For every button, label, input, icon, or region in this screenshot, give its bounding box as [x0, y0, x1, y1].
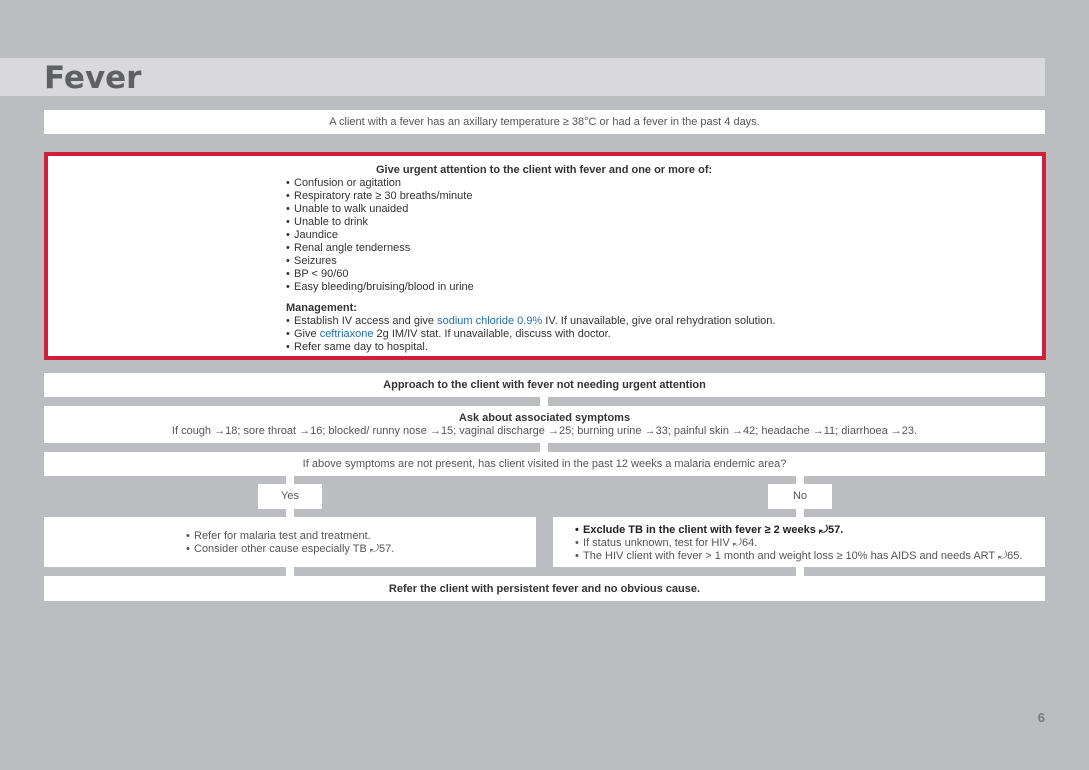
management-list: Establish IV access and give sodium chlo… [286, 315, 986, 354]
list-item: BP < 90/60 [286, 268, 986, 281]
list-item: Seizures [286, 255, 986, 268]
definition-box: A client with a fever has an axillary te… [44, 110, 1045, 134]
definition-text: A client with a fever has an axillary te… [329, 116, 760, 128]
yes-outcome-box: Refer for malaria test and treatment. Co… [44, 517, 536, 567]
list-item: Give ceftriaxone 2g IM/IV stat. If unava… [286, 328, 986, 341]
list-item: Refer same day to hospital. [286, 341, 986, 354]
urgent-heading: Give urgent attention to the client with… [376, 164, 713, 176]
connector [286, 567, 294, 576]
page-number: 6 [1037, 710, 1045, 725]
list-item: Consider other cause especially TB ⤾57. [186, 543, 394, 556]
connector [286, 476, 294, 484]
title-band [0, 58, 1045, 96]
approach-box: Approach to the client with fever not ne… [44, 373, 1045, 397]
page-title: Fever [44, 60, 142, 96]
urgent-content: Give urgent attention to the client with… [286, 164, 986, 354]
symptoms-heading: Ask about associated symptoms [458, 412, 631, 424]
list-item: Renal angle tenderness [286, 242, 986, 255]
connector [796, 476, 804, 484]
list-item: Unable to drink [286, 216, 986, 229]
list-item: If status unknown, test for HIV ⤾64. [575, 537, 1022, 550]
approach-text: Approach to the client with fever not ne… [383, 379, 706, 391]
connector [286, 509, 294, 517]
final-box: Refer the client with persistent fever a… [44, 576, 1045, 601]
connector [540, 443, 548, 452]
connector [796, 509, 804, 517]
list-item: Jaundice [286, 229, 986, 242]
drug-link-sodium-chloride[interactable]: sodium chloride 0.9% [437, 315, 543, 327]
no-outcome-box: Exclude TB in the client with fever ≥ 2 … [553, 517, 1045, 567]
list-item: The HIV client with fever > 1 month and … [575, 550, 1022, 563]
final-text: Refer the client with persistent fever a… [388, 583, 701, 595]
yes-label: Yes [281, 490, 299, 502]
list-item: Confusion or agitation [286, 177, 986, 190]
no-outcome-list: Exclude TB in the client with fever ≥ 2 … [575, 524, 1022, 563]
urgent-signs-list: Confusion or agitation Respiratory rate … [286, 177, 986, 294]
symptoms-box: Ask about associated symptoms If cough →… [44, 406, 1045, 443]
malaria-question-box: If above symptoms are not present, has c… [44, 452, 1045, 476]
list-item: Establish IV access and give sodium chlo… [286, 315, 986, 328]
list-item: Refer for malaria test and treatment. [186, 530, 394, 543]
connector [540, 397, 548, 406]
management-heading: Management: [286, 302, 357, 314]
list-item: Respiratory rate ≥ 30 breaths/minute [286, 190, 986, 203]
yes-outcome-list: Refer for malaria test and treatment. Co… [186, 530, 394, 556]
list-item: Easy bleeding/bruising/blood in urine [286, 281, 986, 294]
connector [796, 567, 804, 576]
list-item: Exclude TB in the client with fever ≥ 2 … [575, 524, 1022, 537]
no-label: No [792, 490, 808, 502]
malaria-question-text: If above symptoms are not present, has c… [302, 458, 787, 470]
no-label-box: No [768, 484, 832, 509]
list-item: Unable to walk unaided [286, 203, 986, 216]
urgent-attention-box: Give urgent attention to the client with… [44, 152, 1046, 360]
drug-link-ceftriaxone[interactable]: ceftriaxone [319, 328, 374, 340]
symptoms-line: If cough →18; sore throat →16; blocked/ … [171, 425, 918, 437]
yes-label-box: Yes [258, 484, 322, 509]
